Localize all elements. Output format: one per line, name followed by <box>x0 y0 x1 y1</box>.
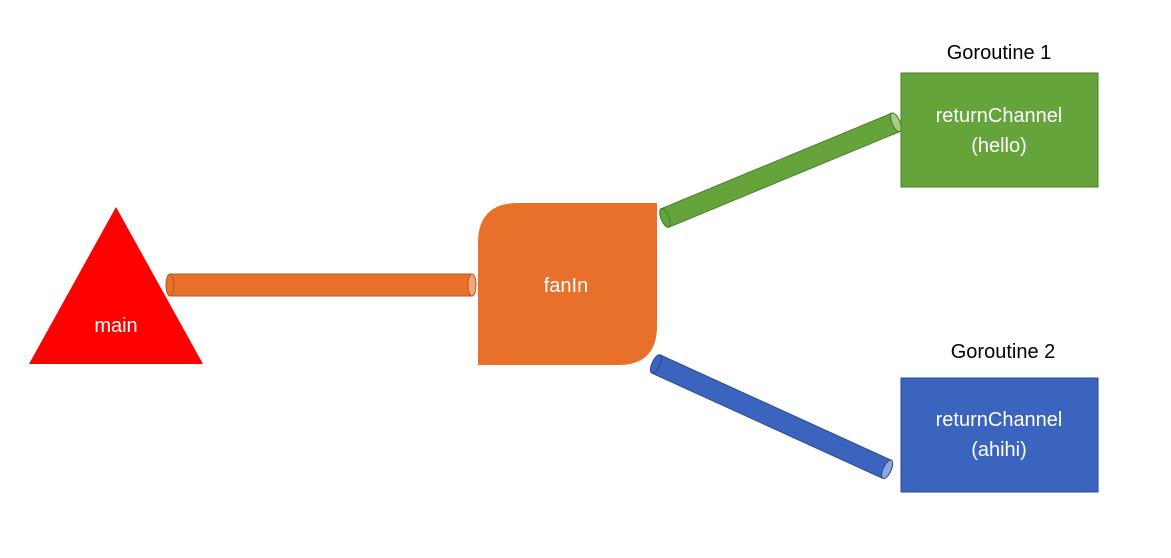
pipe-start-cap <box>649 354 663 374</box>
pipe-body <box>651 354 892 480</box>
goroutine2-line2: (ahihi) <box>971 439 1027 461</box>
goroutine1-line2: (hello) <box>971 135 1027 157</box>
pipe-fanin-to-goroutine2 <box>649 354 894 480</box>
pipe-fanin-to-goroutine1 <box>659 112 902 228</box>
pipe-start-cap <box>659 208 671 228</box>
pipe-body <box>660 112 901 228</box>
pipe-start-cap <box>165 273 175 297</box>
pipe-end-cap <box>881 459 894 480</box>
goroutine1-box <box>900 72 1099 188</box>
goroutine2-title: Goroutine 2 <box>951 341 1056 363</box>
goroutine1-title: Goroutine 1 <box>947 42 1052 64</box>
pipe-main-to-fanin <box>165 273 477 297</box>
fanin-node: fanIn <box>478 203 657 365</box>
goroutine1-line1: returnChannel <box>936 105 1063 127</box>
goroutine2-node: Goroutine 2 returnChannel (ahihi) <box>900 341 1099 493</box>
goroutine2-box <box>900 377 1099 493</box>
goroutine1-node: Goroutine 1 returnChannel (hello) <box>900 42 1099 188</box>
fanin-label: fanIn <box>544 275 588 297</box>
pipe-end-cap <box>467 273 477 297</box>
pipe-body <box>169 273 473 297</box>
main-triangle <box>29 207 203 364</box>
main-node: main <box>29 207 203 364</box>
fanin-shape <box>478 203 657 365</box>
pipe-end-cap <box>890 112 902 133</box>
goroutine2-line1: returnChannel <box>936 409 1063 431</box>
main-label: main <box>94 315 137 337</box>
